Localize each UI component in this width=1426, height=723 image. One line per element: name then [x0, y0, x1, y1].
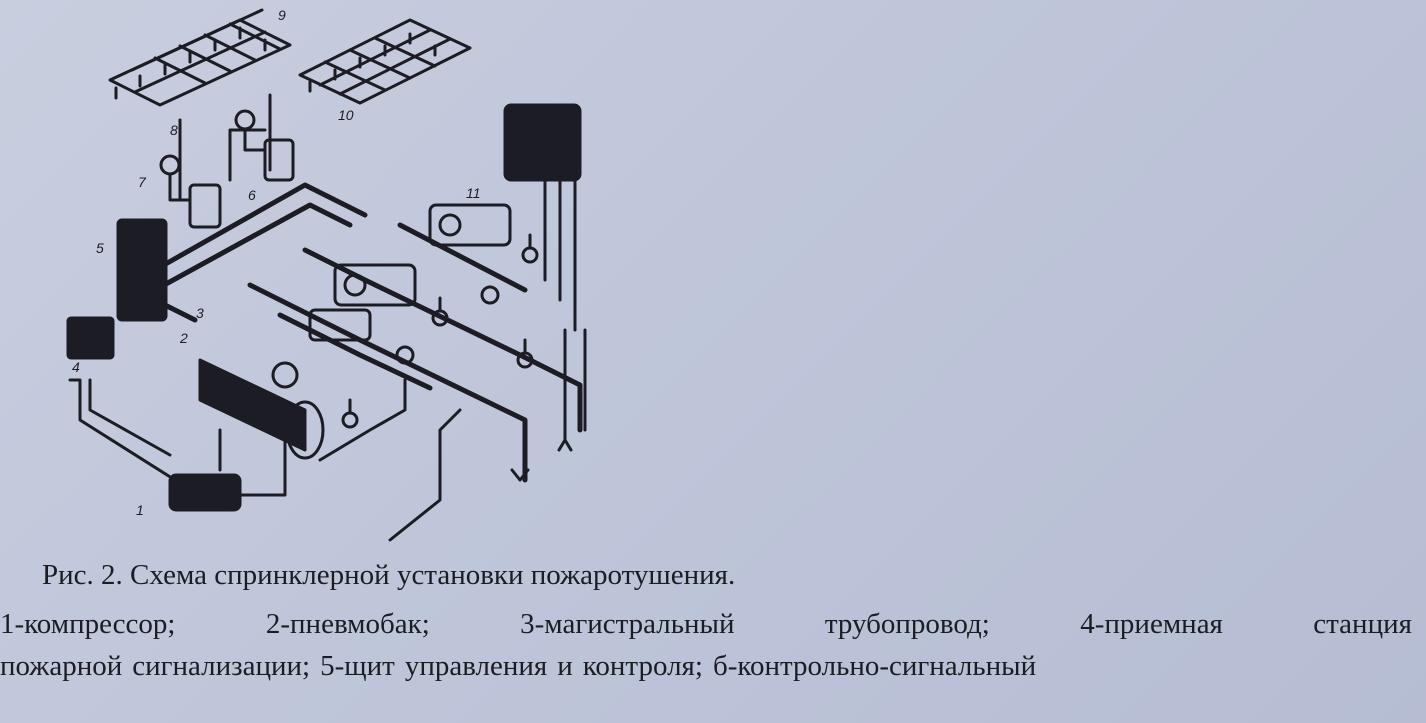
figure-legend: 1-компрессор; 2-пневмобак; 3-магистральн…: [0, 603, 1412, 687]
callout-5: 5: [96, 240, 104, 256]
legend-word: контроля;: [582, 650, 703, 682]
legend-word: управления: [404, 650, 548, 682]
legend-word: 5-щит: [320, 650, 395, 682]
control-panel-5: [116, 218, 168, 322]
callout-9: 9: [278, 7, 286, 23]
legend-word: 4-приемная: [1080, 608, 1223, 640]
callout-7: 7: [138, 174, 147, 190]
pump-unit-11: [308, 203, 512, 365]
legend-line-1: 1-компрессор; 2-пневмобак; 3-магистральн…: [0, 603, 1412, 645]
gate-valves: [341, 233, 539, 429]
legend-line-2: пожарной сигнализации; 5-щит управления …: [0, 645, 1412, 687]
callout-11: 11: [466, 185, 481, 201]
valve-assembly-6: [159, 109, 295, 229]
callout-3: 3: [196, 305, 204, 321]
legend-word: и: [557, 650, 573, 682]
callout-labels: 1 2 3 4 5 6 7 8 9 10 11: [72, 7, 481, 518]
legend-word: станция: [1313, 608, 1412, 640]
callout-2: 2: [179, 330, 188, 346]
legend-word: пожарной: [0, 650, 123, 682]
legend-word: 1-компрессор;: [0, 608, 176, 640]
legend-word: трубопровод;: [824, 608, 990, 640]
sprinkler-grid-10: [298, 18, 472, 105]
callout-4: 4: [72, 359, 80, 375]
water-tank: [503, 103, 587, 442]
receiving-station-4: [66, 316, 115, 360]
legend-word: сигнализации;: [132, 650, 311, 682]
legend-word: б-контрольно-сигнальный: [712, 650, 1037, 682]
callout-1: 1: [136, 502, 144, 518]
sprinkler-grid-9: [108, 8, 292, 107]
sprinkler-system-diagram: 1 2 3 4 5 6 7 8 9 10 11: [66, 7, 587, 542]
figure-caption: Рис. 2. Схема спринклерной установки пож…: [42, 559, 736, 591]
compressor-1: [168, 473, 242, 512]
callout-8: 8: [170, 122, 178, 138]
legend-word: 3-магистральный: [520, 608, 735, 640]
legend-word: 2-пневмобак;: [265, 608, 430, 640]
air-tank-2: [198, 358, 325, 460]
callout-10: 10: [338, 107, 354, 123]
callout-6: 6: [248, 187, 256, 203]
